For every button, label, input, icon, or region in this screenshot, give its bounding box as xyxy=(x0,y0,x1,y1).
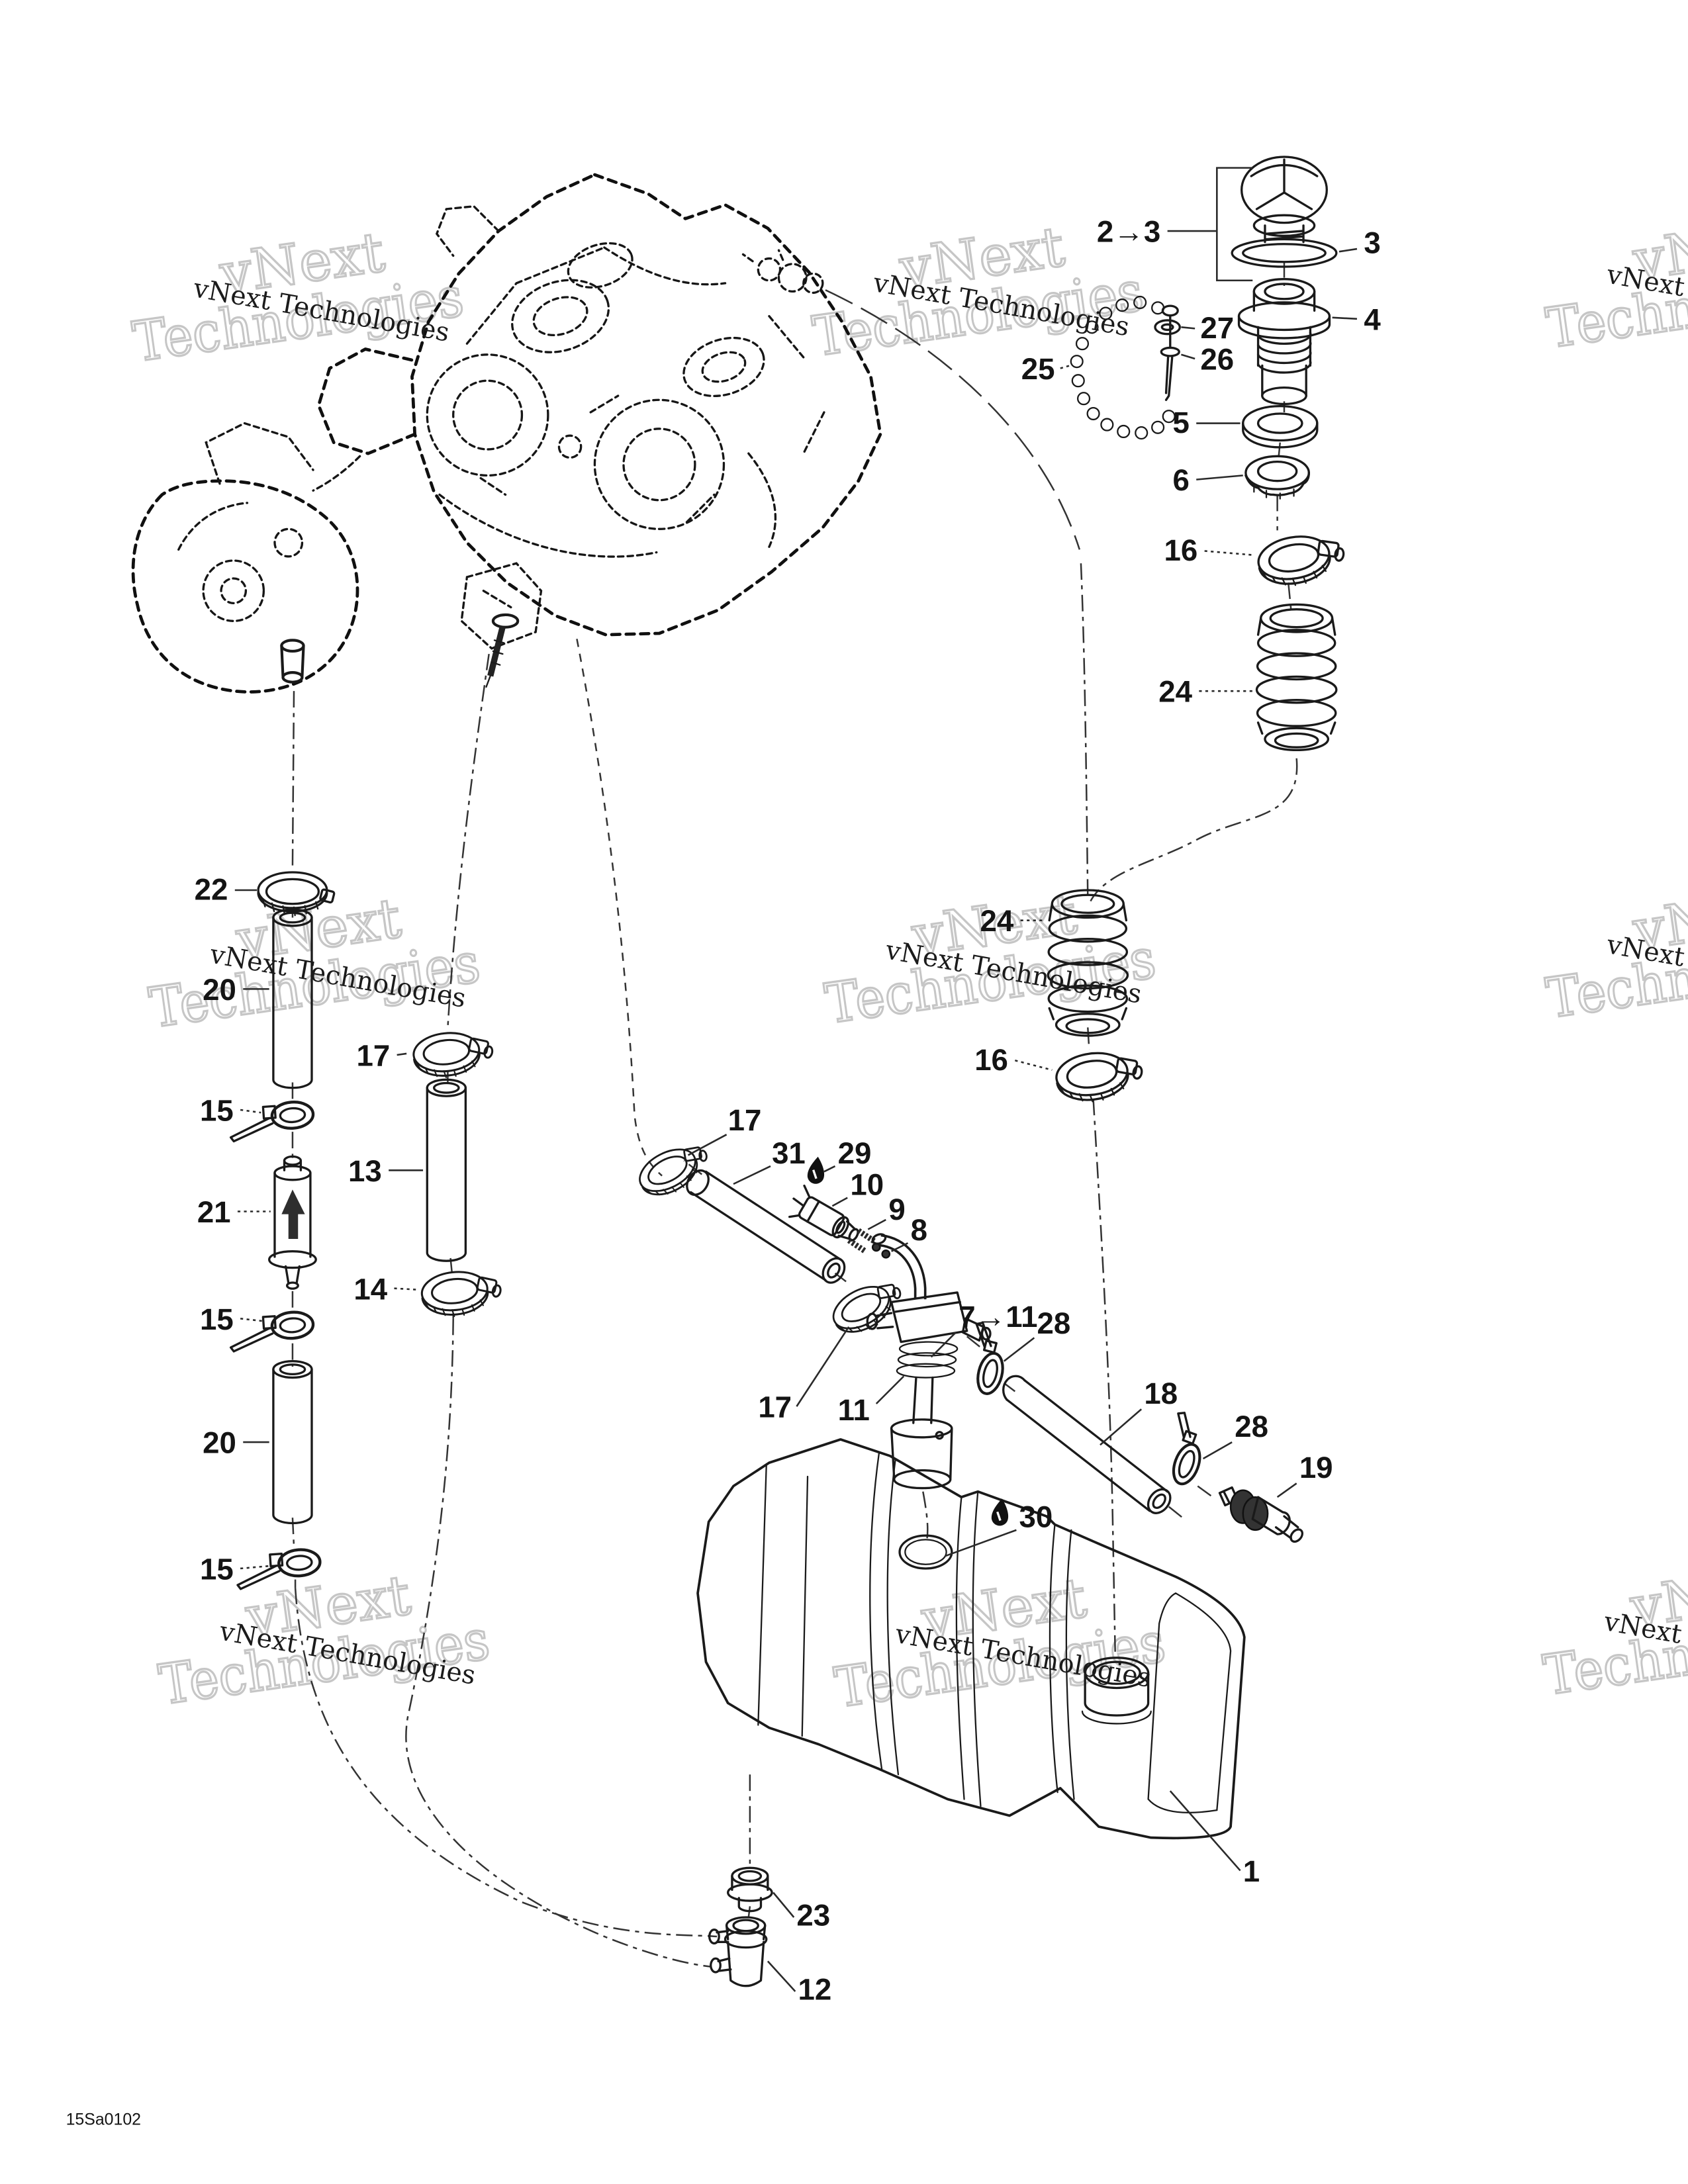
part-23-grommet xyxy=(727,1866,773,1913)
callout-28b-label: 28 xyxy=(1235,1410,1268,1443)
callout-labels: 2→3 3 4 27 26 25 5 6 16 24 24 16 22 20 1… xyxy=(195,215,1382,2007)
part-29-oil-drop xyxy=(807,1156,825,1184)
pump-outlet-nipple xyxy=(280,639,305,684)
engine-outline xyxy=(316,173,882,637)
callout-7-11-label: 7→11 xyxy=(959,1300,1037,1334)
callout-9-label: 9 xyxy=(888,1193,905,1226)
callout-14-label: 14 xyxy=(353,1272,387,1306)
callout-8-label: 8 xyxy=(911,1213,927,1247)
callout-3-label: 3 xyxy=(1364,226,1380,259)
part-26-pin xyxy=(1160,304,1180,401)
part-15-tie-b xyxy=(228,1311,314,1352)
callout-31-label: 31 xyxy=(772,1136,806,1170)
bracket-2-3 xyxy=(1216,167,1253,282)
centerlines xyxy=(291,261,1298,1968)
callout-13-label: 13 xyxy=(348,1154,382,1188)
callout-25-label: 25 xyxy=(1021,352,1055,386)
callout-29-label: 29 xyxy=(838,1136,872,1170)
callout-6-label: 6 xyxy=(1172,463,1189,497)
part-20-tube-a xyxy=(272,908,313,1089)
callout-10-label: 10 xyxy=(850,1168,884,1202)
engine-fitting-outline xyxy=(741,249,824,295)
part-27-washer xyxy=(1154,319,1181,336)
part-5-gasket xyxy=(1242,404,1319,449)
part-4-filler-neck xyxy=(1237,278,1331,406)
callout-5-label: 5 xyxy=(1172,406,1189,439)
part-28-tie-b xyxy=(1168,1412,1211,1488)
part-30-oil-drop xyxy=(991,1498,1009,1526)
callout-1-label: 1 xyxy=(1243,1854,1260,1888)
part-17-clamp-c xyxy=(632,1133,719,1206)
flow-arrow-icon xyxy=(281,1189,305,1240)
callout-26-label: 26 xyxy=(1200,343,1234,377)
callout-18-label: 18 xyxy=(1144,1377,1178,1410)
callout-30-label: 30 xyxy=(1019,1500,1053,1534)
part-6-nut xyxy=(1244,455,1310,500)
part-22-clamp xyxy=(257,871,336,917)
part-24-hose-a xyxy=(1255,603,1338,752)
callout-15b-label: 15 xyxy=(200,1302,234,1336)
leader-lines xyxy=(234,230,1358,1992)
callout-19-label: 19 xyxy=(1299,1451,1333,1484)
callout-17d-label: 17 xyxy=(758,1390,792,1424)
callout-15a-label: 15 xyxy=(200,1094,234,1128)
callout-27-label: 27 xyxy=(1200,311,1234,345)
callout-17c-label: 17 xyxy=(728,1103,762,1137)
oil-pump-outline xyxy=(131,422,361,694)
callout-23-label: 23 xyxy=(796,1898,830,1932)
callout-11-label: 11 xyxy=(838,1393,870,1427)
callout-12-label: 12 xyxy=(798,1972,831,2006)
callout-16a-label: 16 xyxy=(1164,533,1198,567)
part-16-clamp-a xyxy=(1254,527,1352,592)
part-12-elbow xyxy=(708,1916,768,1987)
callout-2-3-label: 2→3 xyxy=(1097,215,1160,249)
bracket-outline xyxy=(460,562,543,688)
figure-code: 15Sa0102 xyxy=(66,2110,141,2128)
callout-24b-label: 24 xyxy=(980,904,1013,938)
part-31-tube xyxy=(686,1169,846,1284)
part-15-tie-a xyxy=(228,1101,314,1142)
part-21-filter xyxy=(268,1155,317,1290)
part-18-hose xyxy=(1002,1375,1172,1514)
callout-17a-label: 17 xyxy=(357,1039,391,1073)
part-19-valve xyxy=(1218,1486,1304,1543)
callout-16b-label: 16 xyxy=(974,1043,1008,1077)
part-13-tube xyxy=(426,1078,467,1262)
part-3-cap xyxy=(1231,156,1338,268)
part-11-oil-pickup xyxy=(866,1233,992,1490)
callout-15c-label: 15 xyxy=(200,1553,234,1586)
part-17-clamp-a xyxy=(410,1027,498,1082)
part-16-clamp-b xyxy=(1053,1045,1149,1107)
callout-22-label: 22 xyxy=(195,873,228,907)
part-14-clamp xyxy=(418,1266,507,1321)
bolt xyxy=(485,613,520,688)
part-10-fitting xyxy=(788,1184,859,1242)
callout-20a-label: 20 xyxy=(203,973,236,1007)
callout-24a-label: 24 xyxy=(1158,675,1192,709)
callout-20b-label: 20 xyxy=(203,1426,236,1460)
part-20-tube-b xyxy=(272,1360,313,1525)
callout-28a-label: 28 xyxy=(1037,1306,1071,1340)
callout-21-label: 21 xyxy=(197,1195,231,1229)
callout-4-label: 4 xyxy=(1364,302,1381,336)
